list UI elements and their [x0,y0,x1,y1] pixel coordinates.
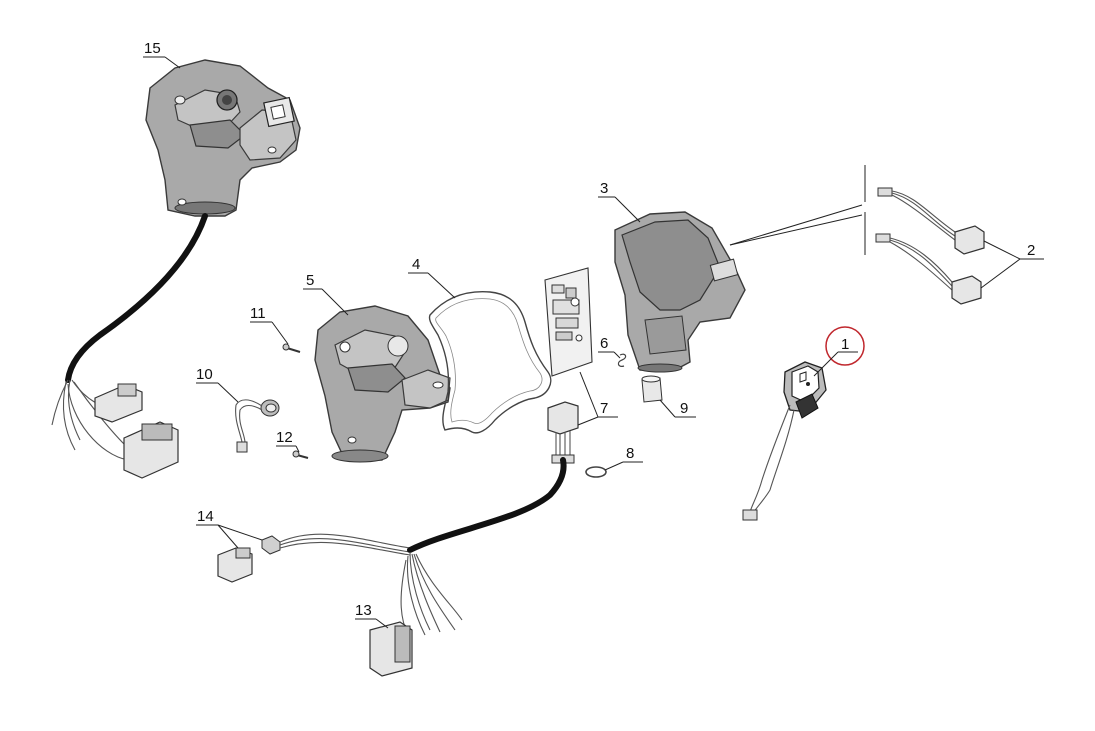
part-13-harness-main[interactable] [369,457,567,677]
part-01-rocker-switch[interactable] [742,361,827,521]
callout-label-14: 14 [197,508,214,525]
callout-7[interactable]: 7 [577,371,618,426]
callout-label-10: 10 [196,366,213,383]
part-09-knob[interactable] [641,375,663,403]
callout-15[interactable]: 15 [143,40,181,69]
callout-label-1: 1 [841,336,849,353]
callout-label-4: 4 [412,256,420,273]
callout-8[interactable]: 8 [604,445,643,471]
part-02-wire-harnesses[interactable] [729,165,985,305]
callout-label-5: 5 [306,272,314,289]
callout-14[interactable]: 14 [196,508,263,549]
callout-5[interactable]: 5 [303,272,349,316]
part-11-screw[interactable] [282,343,301,353]
callout-label-15: 15 [144,40,161,57]
part-06-spring[interactable] [617,353,627,367]
callout-13[interactable]: 13 [355,602,389,629]
callout-4[interactable]: 4 [408,256,456,299]
part-08-o-ring[interactable] [585,466,607,478]
part-14-harness-connectors[interactable] [217,533,411,583]
callout-label-7: 7 [600,400,608,417]
part-07-circuit-board[interactable] [544,267,593,464]
callout-1[interactable]: 1 [813,326,865,377]
callout-12[interactable]: 12 [276,429,300,453]
part-10-led-lead[interactable] [235,399,280,453]
callout-label-2: 2 [1027,242,1035,259]
callout-label-8: 8 [626,445,634,462]
highlight-circle [825,326,865,366]
callout-10[interactable]: 10 [196,366,239,403]
callout-label-12: 12 [276,429,293,446]
part-15-joystick-assembly[interactable] [51,59,301,479]
callout-3[interactable]: 3 [598,180,641,223]
callout-label-11: 11 [250,305,266,322]
part-12-screw[interactable] [292,450,309,459]
callout-label-3: 3 [600,180,608,197]
part-03-handle-housing[interactable] [614,211,746,373]
callout-11[interactable]: 11 [250,305,289,345]
callout-2[interactable]: 2 [980,240,1044,289]
callouts: 1 2 3 4 5 6 [143,40,1044,629]
callout-label-6: 6 [600,335,608,352]
part-05-joystick-shell[interactable] [314,305,451,463]
part-04-gasket[interactable] [428,291,552,434]
callout-6[interactable]: 6 [598,335,621,359]
callout-label-9: 9 [680,400,688,417]
callout-9[interactable]: 9 [659,399,696,418]
callout-label-13: 13 [355,602,372,619]
